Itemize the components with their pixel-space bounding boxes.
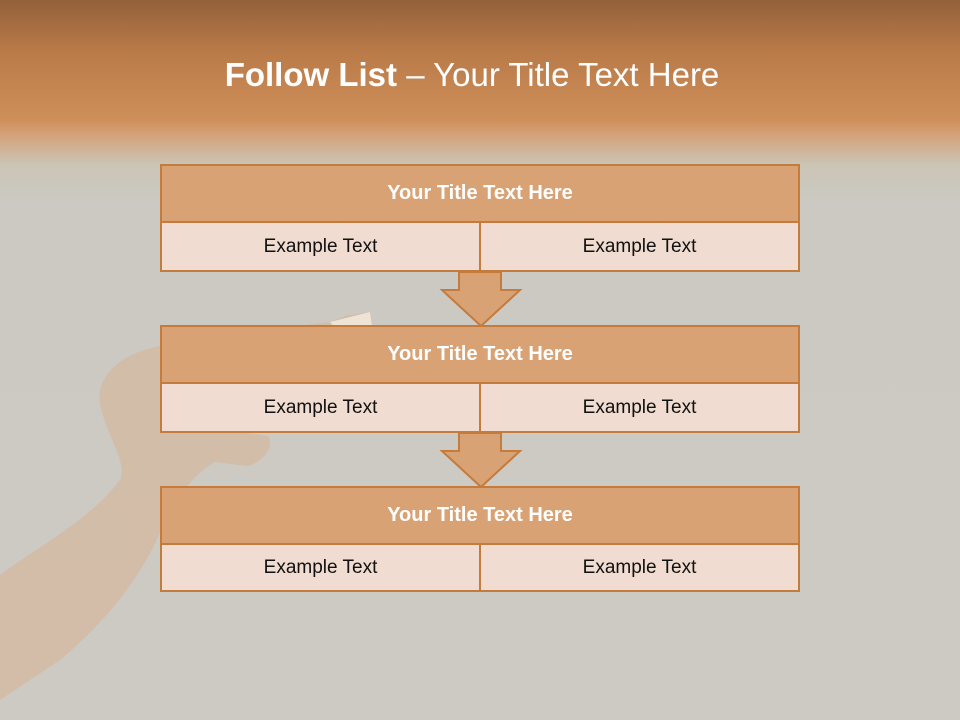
step-left-text: Example Text — [162, 545, 479, 590]
down-arrow-icon — [439, 271, 523, 328]
step-left-text: Example Text — [162, 223, 479, 270]
step-title: Your Title Text Here — [162, 327, 798, 384]
step-title: Your Title Text Here — [162, 488, 798, 545]
slide-title: Follow List – Your Title Text Here — [0, 52, 944, 98]
down-arrow-icon — [439, 432, 523, 489]
step-left-text: Example Text — [162, 384, 479, 431]
slide-title-bold: Follow List — [224, 56, 398, 93]
step-title: Your Title Text Here — [162, 166, 798, 223]
step-box-3: Your Title Text Here Example Text Exampl… — [160, 486, 800, 592]
step-right-text: Example Text — [479, 545, 798, 590]
step-box-2: Your Title Text Here Example Text Exampl… — [160, 325, 800, 433]
step-box-1: Your Title Text Here Example Text Exampl… — [160, 164, 800, 272]
slide-title-rest: – Your Title Text Here — [397, 56, 720, 93]
step-right-text: Example Text — [479, 223, 798, 270]
step-right-text: Example Text — [479, 384, 798, 431]
